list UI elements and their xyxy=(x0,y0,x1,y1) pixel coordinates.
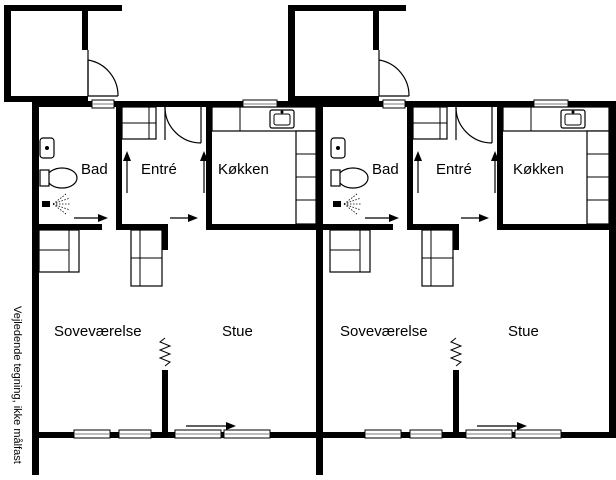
kitchen-sink-icon xyxy=(269,109,295,129)
room-label-entrance: Entré xyxy=(141,161,177,178)
room-label-entrance: Entré xyxy=(436,161,472,178)
toilet-icon xyxy=(330,167,369,189)
storage-box xyxy=(4,5,122,102)
disclaimer-note: Vejledende tegning, ikke målfast xyxy=(11,306,23,464)
wardrobe-icon xyxy=(121,106,157,140)
wardrobe-icon xyxy=(130,229,163,287)
apartment-unit-left: Bad Entré Køkken Soveværelse Stue xyxy=(4,5,323,475)
arrow-icon xyxy=(74,151,236,430)
sink-icon xyxy=(39,137,55,159)
storage-box xyxy=(288,5,406,102)
shower-icon xyxy=(42,193,71,215)
room-label-bedroom: Soveværelse xyxy=(340,323,428,340)
door-swing-icon xyxy=(164,106,202,144)
window-top xyxy=(382,99,569,109)
room-label-bedroom: Soveværelse xyxy=(54,323,142,340)
window-top xyxy=(91,99,278,109)
room-label-kitchen: Køkken xyxy=(513,161,564,178)
kitchen-counter xyxy=(211,106,317,225)
apartment-unit-right: Bad Entré Køkken Soveværelse Stue xyxy=(288,5,616,439)
room-label-living: Stue xyxy=(508,323,539,340)
radiator-icon xyxy=(158,337,172,367)
room-label-kitchen: Køkken xyxy=(218,161,269,178)
window-bottom xyxy=(73,429,271,439)
room-label-living: Stue xyxy=(222,323,253,340)
sink-icon xyxy=(330,137,346,159)
arrow-icon xyxy=(365,151,527,430)
wardrobe-icon xyxy=(38,229,80,273)
door-swing-icon xyxy=(378,50,410,97)
door-swing-icon xyxy=(455,106,493,144)
room-label-bathroom: Bad xyxy=(81,161,108,178)
window-bottom xyxy=(364,429,562,439)
kitchen-sink-icon xyxy=(560,109,586,129)
shower-icon xyxy=(333,193,362,215)
kitchen-counter xyxy=(502,106,610,225)
wardrobe-icon xyxy=(412,106,448,140)
room-label-bathroom: Bad xyxy=(372,161,399,178)
radiator-icon xyxy=(449,337,463,367)
wardrobe-icon xyxy=(421,229,454,287)
door-swing-icon xyxy=(87,50,119,97)
wardrobe-icon xyxy=(329,229,371,273)
toilet-icon xyxy=(39,167,78,189)
